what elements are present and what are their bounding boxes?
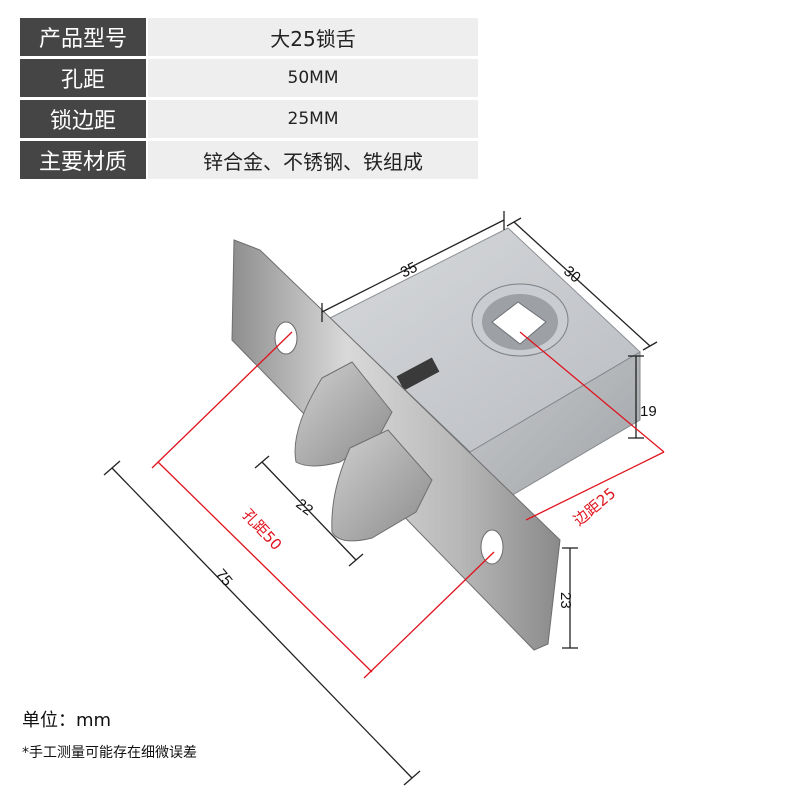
dim-label-hole-distance: 孔距50 — [239, 506, 286, 554]
latch-bolts — [294, 361, 433, 542]
dim-label-35: 35 — [398, 259, 421, 282]
unit-note: 单位：mm — [22, 710, 112, 731]
dimension-lines — [103, 211, 658, 786]
spec-label: 孔距 — [20, 59, 146, 97]
latch-bolt-lower — [331, 429, 433, 542]
spec-label: 主要材质 — [20, 141, 146, 179]
spec-row-material: 主要材质 锌合金、不锈钢、铁组成 — [20, 141, 478, 179]
spec-label: 产品型号 — [20, 18, 146, 56]
dim-label-75: 75 — [212, 566, 236, 590]
dim-label-22: 22 — [293, 496, 317, 520]
measurement-disclaimer: *手工测量可能存在细微误差 — [22, 745, 197, 761]
spec-row-model: 产品型号 大25锁舌 — [20, 18, 478, 56]
dim-label-19: 19 — [640, 403, 657, 420]
spec-table: 产品型号 大25锁舌 孔距 50MM 锁边距 25MM 主要材质 锌合金、不锈钢… — [20, 18, 478, 182]
spec-value: 50MM — [148, 59, 478, 97]
spec-row-hole-distance: 孔距 50MM — [20, 59, 478, 97]
dim-label-backset: 边距25 — [570, 484, 619, 529]
dim-label-23: 23 — [557, 592, 574, 609]
spec-value: 25MM — [148, 100, 478, 138]
spec-value: 锌合金、不锈钢、铁组成 — [148, 141, 478, 179]
body-slot — [396, 357, 440, 391]
spec-row-backset: 锁边距 25MM — [20, 100, 478, 138]
spec-value: 大25锁舌 — [148, 18, 478, 56]
spec-label: 锁边距 — [20, 100, 146, 138]
red-dimension-lines — [151, 331, 665, 679]
spindle-hole — [471, 283, 569, 357]
plate-hole-bottom — [480, 529, 504, 565]
